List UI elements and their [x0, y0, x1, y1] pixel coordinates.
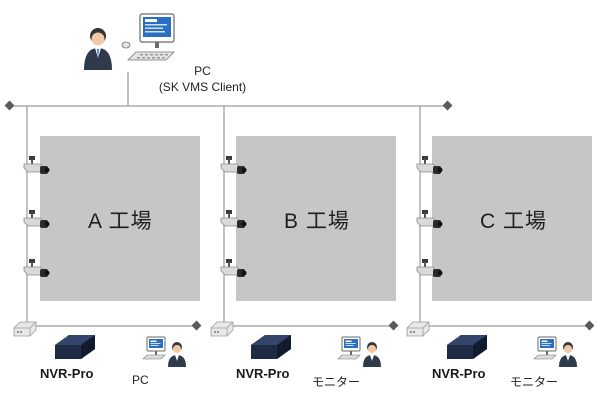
monitor-user-icon	[533, 336, 578, 368]
factory-area-b	[236, 136, 396, 301]
monitor-user-icon	[337, 336, 382, 368]
network-lines	[10, 72, 589, 327]
factory-title-a: A 工場	[88, 210, 153, 233]
device-label-b: モニター	[312, 375, 361, 389]
nvr-label-c: NVR-Pro	[432, 366, 486, 381]
switch-icon	[13, 321, 37, 337]
nvr-label-b: NVR-Pro	[236, 366, 290, 381]
nvr-icon	[447, 335, 487, 359]
switch-icon	[210, 321, 234, 337]
device-label-a: PC	[132, 373, 149, 387]
switch-icon	[406, 321, 430, 337]
factory-title-b: B 工場	[284, 210, 350, 233]
client-label-line1: PC	[194, 64, 211, 78]
factory-area-c	[432, 136, 592, 301]
client-pc-icon	[84, 13, 175, 70]
nvr-icon	[55, 335, 95, 359]
factory-area-a	[40, 136, 200, 301]
nvr-label-a: NVR-Pro	[40, 366, 94, 381]
nvr-icon	[251, 335, 291, 359]
device-label-c: モニター	[510, 375, 559, 389]
factory-title-c: C 工場	[480, 210, 547, 233]
client-label-line2: (SK VMS Client)	[158, 80, 247, 94]
pc-user-icon	[142, 336, 187, 368]
client-label: PC (SK VMS Client)	[140, 63, 265, 95]
